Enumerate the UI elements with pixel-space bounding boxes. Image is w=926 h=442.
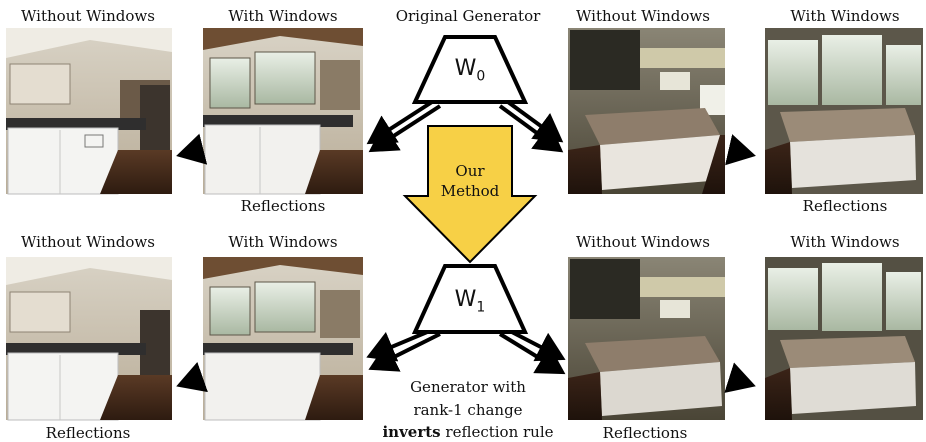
label-original-generator: Original Generator bbox=[395, 7, 541, 25]
photo-bottom-kitchen-without-windows-left bbox=[6, 257, 172, 421]
label-top-without-windows-right: Without Windows bbox=[576, 7, 710, 25]
our-method-text-line1: Our bbox=[455, 162, 485, 180]
label-bottom-without-windows-left: Without Windows bbox=[21, 233, 155, 251]
photo-bottom-kitchen-with-windows-left bbox=[203, 257, 363, 421]
caption-top-right-reflections: Reflections bbox=[802, 197, 888, 215]
caption-bottom-left-reflections: Reflections bbox=[45, 424, 131, 442]
caption-top-left-reflections: Reflections bbox=[240, 197, 326, 215]
photo-bottom-kitchen-without-windows-right bbox=[568, 257, 725, 420]
generator-w1-trapezoid bbox=[411, 264, 529, 334]
label-top-with-windows-right: With Windows bbox=[790, 7, 900, 25]
generator-caption-line3: inverts reflection rule bbox=[382, 423, 554, 441]
label-bottom-with-windows-left: With Windows bbox=[228, 233, 338, 251]
generator-caption-line2: rank-1 change bbox=[413, 401, 523, 419]
generator-w0-trapezoid bbox=[411, 35, 529, 104]
label-top-with-windows-left: With Windows bbox=[228, 7, 338, 25]
photo-top-kitchen-without-windows-right bbox=[568, 28, 725, 194]
generator-caption-line1: Generator with bbox=[410, 378, 526, 396]
generator-w0-symbol: W0 bbox=[454, 56, 486, 85]
label-top-without-windows-left: Without Windows bbox=[21, 7, 155, 25]
generator-w1-symbol: W1 bbox=[454, 287, 486, 316]
label-bottom-without-windows-right: Without Windows bbox=[576, 233, 710, 251]
caption-bottom-right-reflections: Reflections bbox=[602, 424, 688, 442]
our-method-text-line2: Method bbox=[440, 182, 500, 200]
photo-bottom-kitchen-with-windows-right bbox=[765, 257, 923, 420]
photo-top-kitchen-without-windows-left bbox=[6, 28, 172, 195]
generator-output-arrows bbox=[176, 100, 756, 393]
photo-top-kitchen-with-windows-left bbox=[203, 28, 363, 195]
our-method-arrow bbox=[402, 125, 538, 264]
photo-top-kitchen-with-windows-right bbox=[765, 28, 923, 194]
label-bottom-with-windows-right: With Windows bbox=[790, 233, 900, 251]
